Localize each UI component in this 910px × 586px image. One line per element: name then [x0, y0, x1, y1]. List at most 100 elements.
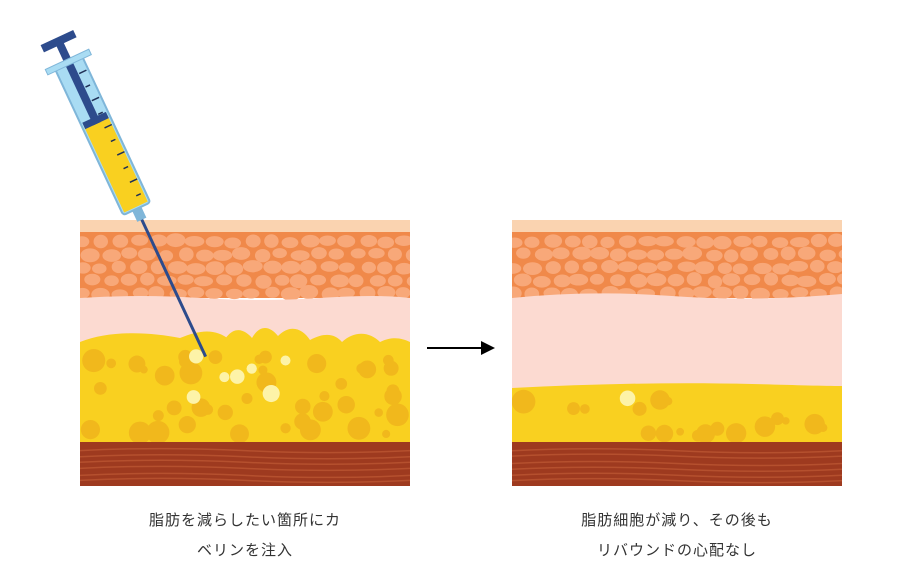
skin-cell — [290, 250, 310, 261]
skin-cell — [274, 274, 290, 286]
fat-cell — [258, 365, 268, 375]
skin-cell — [826, 261, 842, 274]
skin-cell — [707, 275, 723, 289]
skin-cell — [165, 233, 186, 248]
skin-cell — [564, 235, 581, 248]
skin-cell — [387, 274, 403, 287]
muscle-fiber — [512, 460, 842, 467]
skin-cell — [80, 287, 90, 299]
fat-cells — [512, 389, 828, 444]
after-caption-line1: 脂肪細胞が減り、その後も — [581, 511, 773, 529]
skin-cell — [838, 249, 842, 259]
skin-cell — [264, 234, 279, 248]
muscle-fiber — [512, 453, 842, 459]
skin-cell — [80, 236, 90, 248]
muscle-fiber — [80, 454, 410, 460]
fat-cell — [676, 427, 685, 436]
fat-cell — [166, 400, 182, 416]
skin-cell — [809, 259, 825, 273]
muscle-fiber — [80, 465, 410, 472]
skin-cell — [265, 286, 280, 298]
needle — [138, 215, 208, 358]
skin-cell — [242, 260, 263, 273]
fat-cell — [358, 360, 377, 379]
fat-cell — [319, 391, 330, 402]
fat-cell — [106, 358, 117, 369]
skin-cell — [92, 263, 107, 274]
skin-cell — [299, 260, 317, 275]
skin-cell — [789, 237, 810, 248]
skin-cell — [819, 249, 836, 262]
fat-cell — [307, 354, 327, 374]
fat-cell — [725, 423, 747, 444]
skin-cell — [121, 247, 138, 259]
skin-cell — [654, 236, 674, 247]
skin-cell — [763, 247, 779, 261]
skin-cell — [328, 248, 344, 260]
skin-cell — [790, 287, 809, 298]
fat-cell — [632, 401, 647, 416]
skin-cell — [405, 249, 410, 262]
skin-cell — [512, 263, 522, 274]
skin-cell — [205, 261, 225, 275]
skin-cell — [772, 263, 790, 275]
skin-cell — [819, 272, 836, 286]
fat-cell — [382, 429, 391, 439]
fat-cell — [335, 377, 348, 390]
skin-cell — [750, 287, 770, 302]
skin-cell — [184, 235, 205, 247]
skin-cell — [646, 249, 665, 261]
skin-cell — [740, 247, 758, 262]
skin-cell — [582, 261, 598, 272]
skin-cell — [377, 261, 393, 275]
skin-cell — [772, 288, 789, 300]
dissolving-fat-cell — [186, 390, 201, 404]
epidermis-layer — [80, 220, 410, 232]
fat-cell — [179, 356, 191, 368]
skin-cell — [387, 247, 402, 261]
skin-cell — [609, 248, 627, 262]
skin-cell — [242, 288, 260, 299]
skin-cell — [646, 273, 667, 287]
fat-cell — [374, 408, 383, 417]
after-skin-cross-section — [512, 220, 842, 486]
skin-cell — [394, 235, 410, 246]
dissolving-fat-cell — [219, 372, 230, 383]
barrel-scale — [78, 69, 142, 197]
skin-cell — [827, 233, 842, 247]
skin-cell — [159, 250, 174, 262]
muscle-fibers — [80, 447, 410, 484]
skin-cell — [311, 247, 327, 260]
skin-cell — [272, 248, 287, 259]
fat-cell — [208, 350, 223, 365]
skin-cell — [764, 272, 779, 286]
skin-cell — [406, 276, 410, 286]
skin-cell — [84, 273, 101, 286]
skin-cell — [254, 248, 271, 263]
muscle-fiber — [512, 472, 842, 478]
skin-cell — [131, 234, 149, 246]
skin-cell — [337, 234, 356, 248]
skin-cell — [752, 235, 768, 248]
skin-cell — [676, 236, 696, 248]
skin-cell — [544, 234, 563, 248]
skin-cell — [111, 260, 126, 274]
skin-cell — [600, 236, 615, 248]
skin-cell — [638, 236, 658, 247]
fat-cell — [93, 382, 107, 395]
skin-cell — [564, 260, 580, 274]
fat-cell — [512, 389, 536, 414]
skin-cell — [512, 237, 523, 248]
skin-cell — [130, 260, 148, 274]
skin-cell — [733, 235, 752, 247]
skin-cell — [656, 260, 673, 272]
skin-cell — [717, 262, 732, 274]
fat-cell — [347, 416, 371, 440]
skin-cell — [205, 236, 224, 248]
skin-cell — [753, 262, 772, 275]
skin-cell — [781, 274, 800, 287]
fat-cell — [312, 401, 333, 422]
skin-cell — [582, 235, 598, 249]
skin-cell — [263, 260, 282, 274]
fat-cell — [182, 364, 194, 376]
